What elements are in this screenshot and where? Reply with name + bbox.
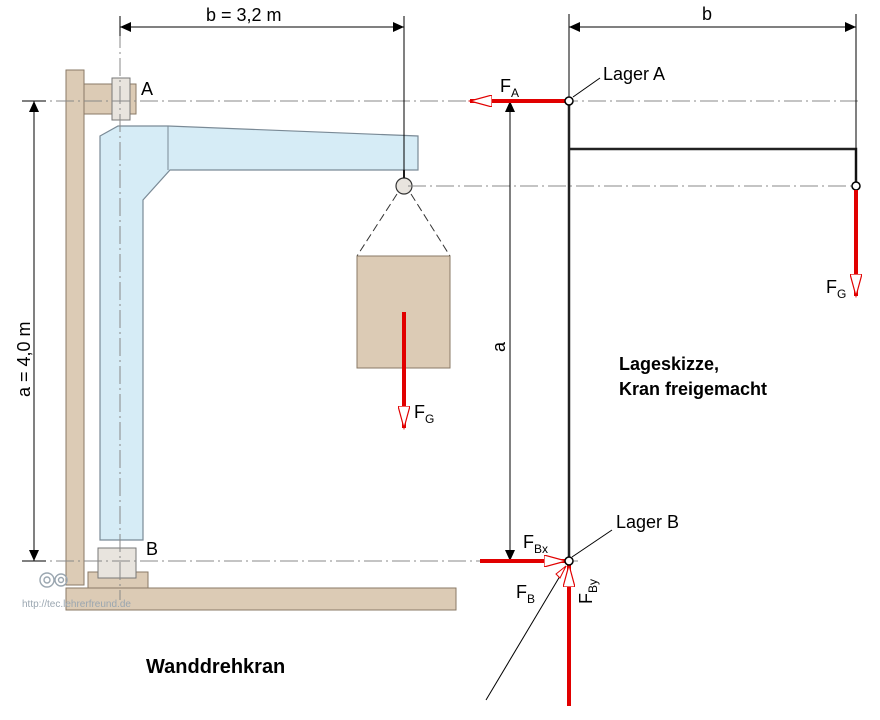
force-bx-label: FBx [523,532,548,556]
force-b-label: FB [516,582,535,606]
watermark: http://tec.lehrerfreund.de [22,599,131,610]
caption: Wanddrehkran [146,656,285,678]
load-point [851,181,861,191]
dim-b-left: b = 3,2 m [206,5,282,25]
dim-a-right: a [489,341,509,352]
wall [65,69,85,586]
gear-icon [39,572,68,588]
force-g-right-label: FG [826,277,846,301]
bearing-b-point [564,556,574,566]
floor [65,587,457,611]
lager-b-label: Lager B [616,512,679,532]
force-a-label: FA [500,76,519,100]
sketch-title-line1: Lageskizze, [619,354,719,374]
lager-a-label: Lager A [603,64,665,84]
dim-a-left: a = 4,0 m [14,321,34,397]
force-g-left-label: FG [414,402,434,426]
force-by-label: FBy [576,579,600,604]
crane-column [99,125,419,541]
sketch-title-line2: Kran freigemacht [619,379,767,399]
free-body-arm [569,147,858,186]
dim-b-right: b [702,4,712,24]
label-b-left: B [146,539,158,559]
label-a-left: A [141,79,153,99]
bearing-a-point [564,96,574,106]
